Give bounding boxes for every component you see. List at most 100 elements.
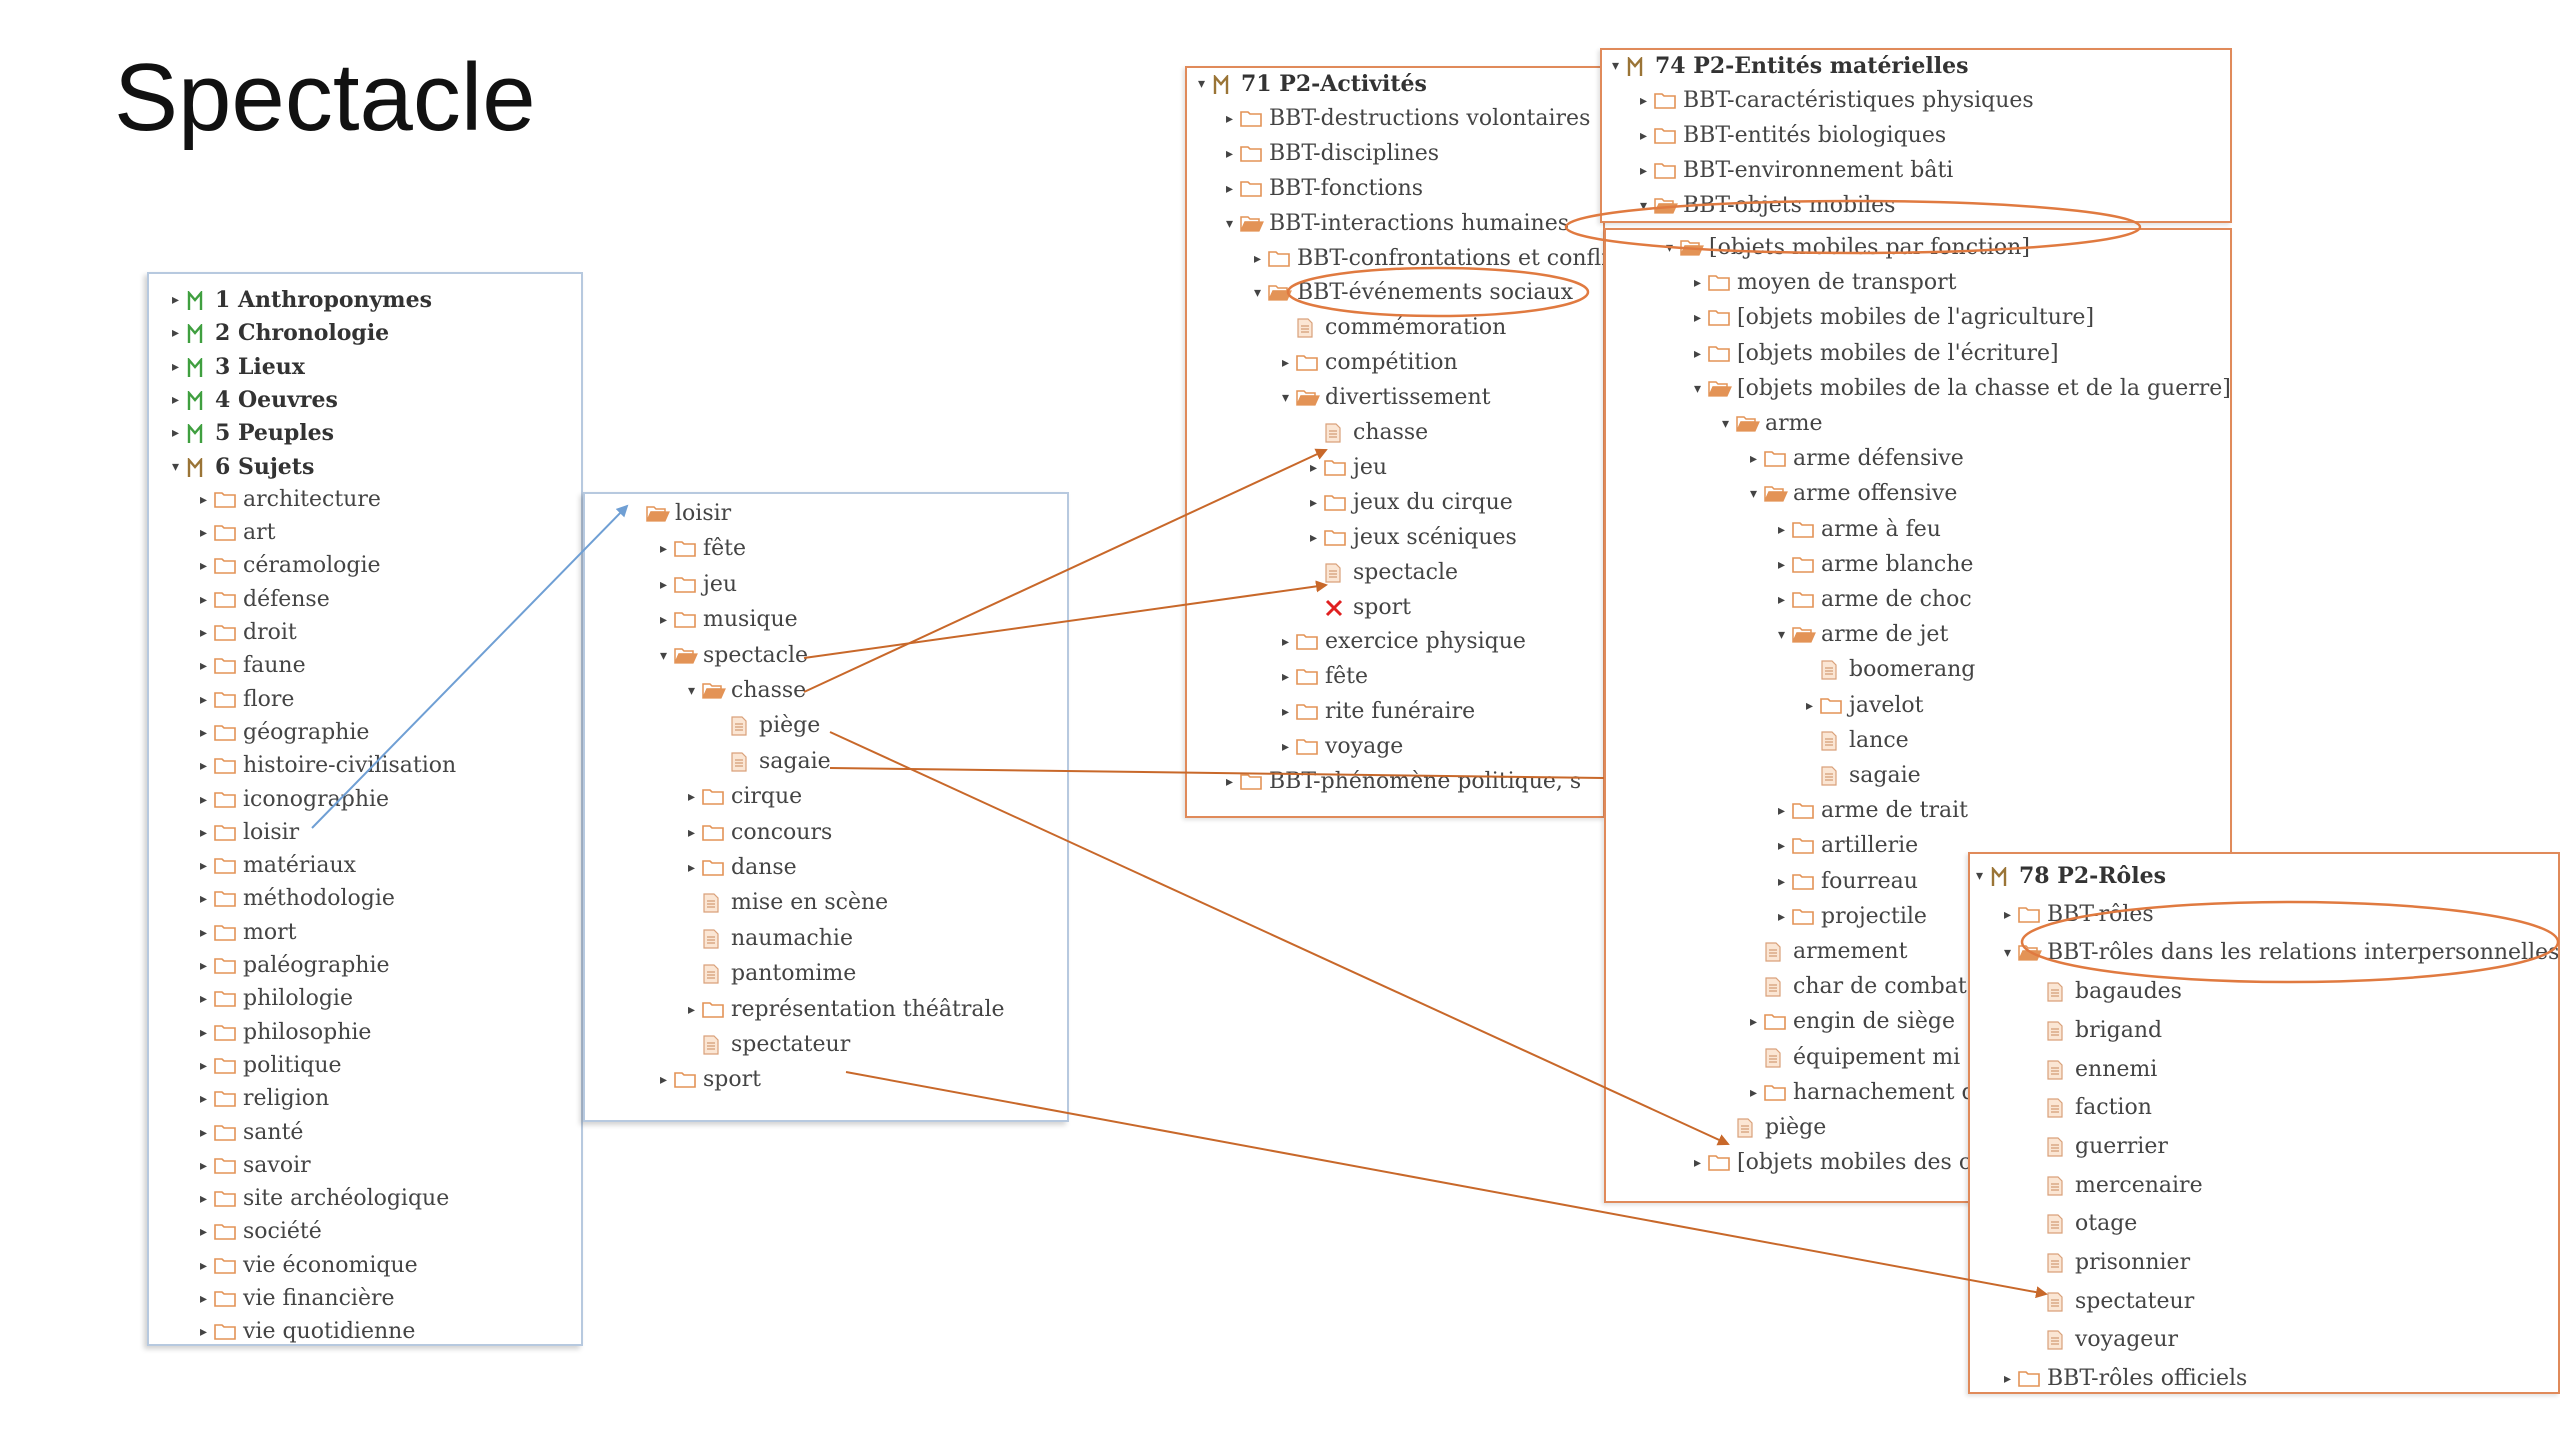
tree-node[interactable]: ▸[objets mobiles de l'écriture]	[1694, 338, 2059, 370]
tree-node[interactable]: ▸société	[200, 1216, 322, 1248]
expand-toggle-icon[interactable]: ▸	[200, 858, 208, 875]
tree-node[interactable]: ▸santé	[200, 1117, 303, 1149]
expand-toggle-icon[interactable]: ▸	[200, 1024, 208, 1041]
tree-node[interactable]: sagaie	[716, 746, 831, 778]
expand-toggle-icon[interactable]: ▸	[200, 1191, 208, 1208]
tree-node[interactable]: ▸artillerie	[1778, 830, 1918, 862]
tree-node[interactable]: ▾71 P2-Activités	[1198, 68, 1427, 100]
tree-node[interactable]: ▸vie économique	[200, 1250, 418, 1282]
tree-node[interactable]: ▾BBT-rôles dans les relations interperso…	[2004, 937, 2558, 969]
expand-toggle-icon[interactable]: ▸	[1778, 803, 1786, 820]
tree-node[interactable]: ▸géographie	[200, 717, 369, 749]
tree-node[interactable]: ▸javelot	[1806, 690, 1924, 722]
tree-node[interactable]: ▸site archéologique	[200, 1183, 449, 1215]
tree-node[interactable]: ▸jeux scéniques	[1310, 522, 1517, 554]
tree-node[interactable]: loisir	[632, 498, 731, 530]
tree-node[interactable]: ▾arme offensive	[1750, 478, 1957, 510]
expand-toggle-icon[interactable]: ▸	[688, 789, 696, 806]
tree-node[interactable]: piège	[1722, 1112, 1826, 1144]
tree-node[interactable]: ▸vie quotidienne	[200, 1316, 415, 1348]
expand-toggle-icon[interactable]: ▸	[200, 625, 208, 641]
tree-node[interactable]: ▸jeu	[1310, 452, 1387, 484]
collapse-toggle-icon[interactable]: ▾	[1640, 198, 1648, 214]
tree-node[interactable]: ▸4 Oeuvres	[172, 384, 338, 416]
tree-node[interactable]: ▸paléographie	[200, 950, 390, 982]
expand-toggle-icon[interactable]: ▸	[660, 1072, 668, 1089]
expand-toggle-icon[interactable]: ▸	[1282, 634, 1290, 651]
collapse-toggle-icon[interactable]: ▾	[1750, 486, 1758, 503]
tree-node[interactable]: ▸jeux du cirque	[1310, 487, 1513, 519]
collapse-toggle-icon[interactable]: ▾	[688, 683, 696, 699]
tree-node[interactable]: ▸art	[200, 517, 275, 549]
tree-node[interactable]: ▸BBT-rôles	[2004, 899, 2154, 931]
expand-toggle-icon[interactable]: ▸	[200, 824, 208, 841]
expand-toggle-icon[interactable]: ▸	[200, 758, 208, 775]
tree-node[interactable]: spectateur	[688, 1029, 850, 1061]
expand-toggle-icon[interactable]: ▸	[1778, 592, 1786, 608]
expand-toggle-icon[interactable]: ▸	[200, 791, 208, 808]
expand-toggle-icon[interactable]: ▸	[200, 1257, 208, 1274]
tree-node[interactable]: pantomime	[688, 958, 856, 990]
tree-node[interactable]: ennemi	[2032, 1054, 2157, 1086]
tree-node[interactable]: voyageur	[2032, 1324, 2178, 1356]
expand-toggle-icon[interactable]: ▸	[1750, 451, 1758, 468]
tree-node[interactable]: ▸architecture	[200, 484, 381, 516]
tree-node[interactable]: ▸rite funéraire	[1282, 696, 1475, 728]
tree-node[interactable]: ▸arme défensive	[1750, 443, 1964, 475]
expand-toggle-icon[interactable]: ▸	[1310, 529, 1318, 546]
expand-toggle-icon[interactable]: ▸	[1282, 355, 1290, 372]
tree-node[interactable]: ▸projectile	[1778, 901, 1927, 933]
tree-node[interactable]: ▸arme de trait	[1778, 795, 1968, 827]
tree-node[interactable]: ▸défense	[200, 584, 330, 616]
tree-node[interactable]: ▸cirque	[688, 781, 802, 813]
collapse-toggle-icon[interactable]: ▾	[1694, 380, 1702, 397]
collapse-toggle-icon[interactable]: ▾	[172, 458, 180, 475]
expand-toggle-icon[interactable]: ▸	[1778, 556, 1786, 573]
tree-node[interactable]: ▸loisir	[200, 817, 299, 849]
tree-node[interactable]: ▸philologie	[200, 983, 353, 1015]
tree-node[interactable]: ▸mort	[200, 917, 296, 949]
tree-node[interactable]: commémoration	[1282, 312, 1506, 344]
expand-toggle-icon[interactable]: ▸	[2004, 906, 2012, 923]
expand-toggle-icon[interactable]: ▸	[1226, 110, 1234, 127]
expand-toggle-icon[interactable]: ▸	[1778, 873, 1786, 890]
tree-node[interactable]: bagaudes	[2032, 976, 2182, 1008]
collapse-toggle-icon[interactable]: ▾	[660, 647, 668, 664]
tree-node[interactable]: guerrier	[2032, 1131, 2168, 1163]
expand-toggle-icon[interactable]: ▸	[200, 1291, 208, 1307]
tree-node[interactable]: ▸méthodologie	[200, 883, 395, 915]
expand-toggle-icon[interactable]: ▸	[2004, 1371, 2012, 1388]
tree-node[interactable]: ▸1 Anthroponymes	[172, 284, 432, 316]
tree-node[interactable]: ▸BBT-caractéristiques physiques	[1640, 85, 2034, 117]
tree-node[interactable]: ▸représentation théâtrale	[688, 994, 1005, 1026]
tree-node[interactable]: ▸[objets mobiles des c	[1694, 1147, 1971, 1179]
collapse-toggle-icon[interactable]: ▾	[1976, 868, 1984, 884]
expand-toggle-icon[interactable]: ▸	[1694, 1155, 1702, 1172]
tree-node[interactable]: ▸flore	[200, 684, 294, 716]
tree-node[interactable]: ▸BBT-fonctions	[1226, 173, 1423, 205]
expand-toggle-icon[interactable]: ▸	[200, 1091, 208, 1108]
expand-toggle-icon[interactable]: ▸	[200, 724, 208, 741]
expand-toggle-icon[interactable]: ▸	[200, 525, 208, 542]
tree-node[interactable]: ▸danse	[688, 852, 797, 884]
tree-node[interactable]: ▸BBT-destructions volontaires	[1226, 103, 1590, 135]
tree-node[interactable]: ▸BBT-rôles officiels	[2004, 1363, 2247, 1392]
expand-toggle-icon[interactable]: ▸	[200, 924, 208, 941]
tree-node[interactable]: ▸fête	[1282, 661, 1368, 693]
collapse-toggle-icon[interactable]: ▾	[1778, 627, 1786, 644]
tree-node[interactable]: ▸droit	[200, 617, 297, 649]
expand-toggle-icon[interactable]: ▸	[200, 691, 208, 708]
tree-node[interactable]: ▸BBT-confrontations et conflits	[1254, 243, 1603, 275]
expand-toggle-icon[interactable]: ▸	[172, 425, 180, 442]
tree-node[interactable]: ▸matériaux	[200, 850, 356, 882]
tree-node[interactable]: sport	[1310, 592, 1411, 624]
tree-node[interactable]: ▸céramologie	[200, 550, 381, 582]
tree-node[interactable]: ▸3 Lieux	[172, 351, 305, 383]
expand-toggle-icon[interactable]: ▸	[1778, 521, 1786, 538]
tree-node[interactable]: ▸sport	[660, 1064, 761, 1096]
tree-node[interactable]: ▸musique	[660, 604, 798, 636]
tree-node[interactable]: boomerang	[1806, 654, 1975, 686]
tree-node[interactable]: ▸arme de choc	[1778, 584, 1972, 616]
expand-toggle-icon[interactable]: ▸	[660, 541, 668, 558]
tree-node[interactable]: ▾BBT-objets mobiles	[1640, 190, 1895, 222]
